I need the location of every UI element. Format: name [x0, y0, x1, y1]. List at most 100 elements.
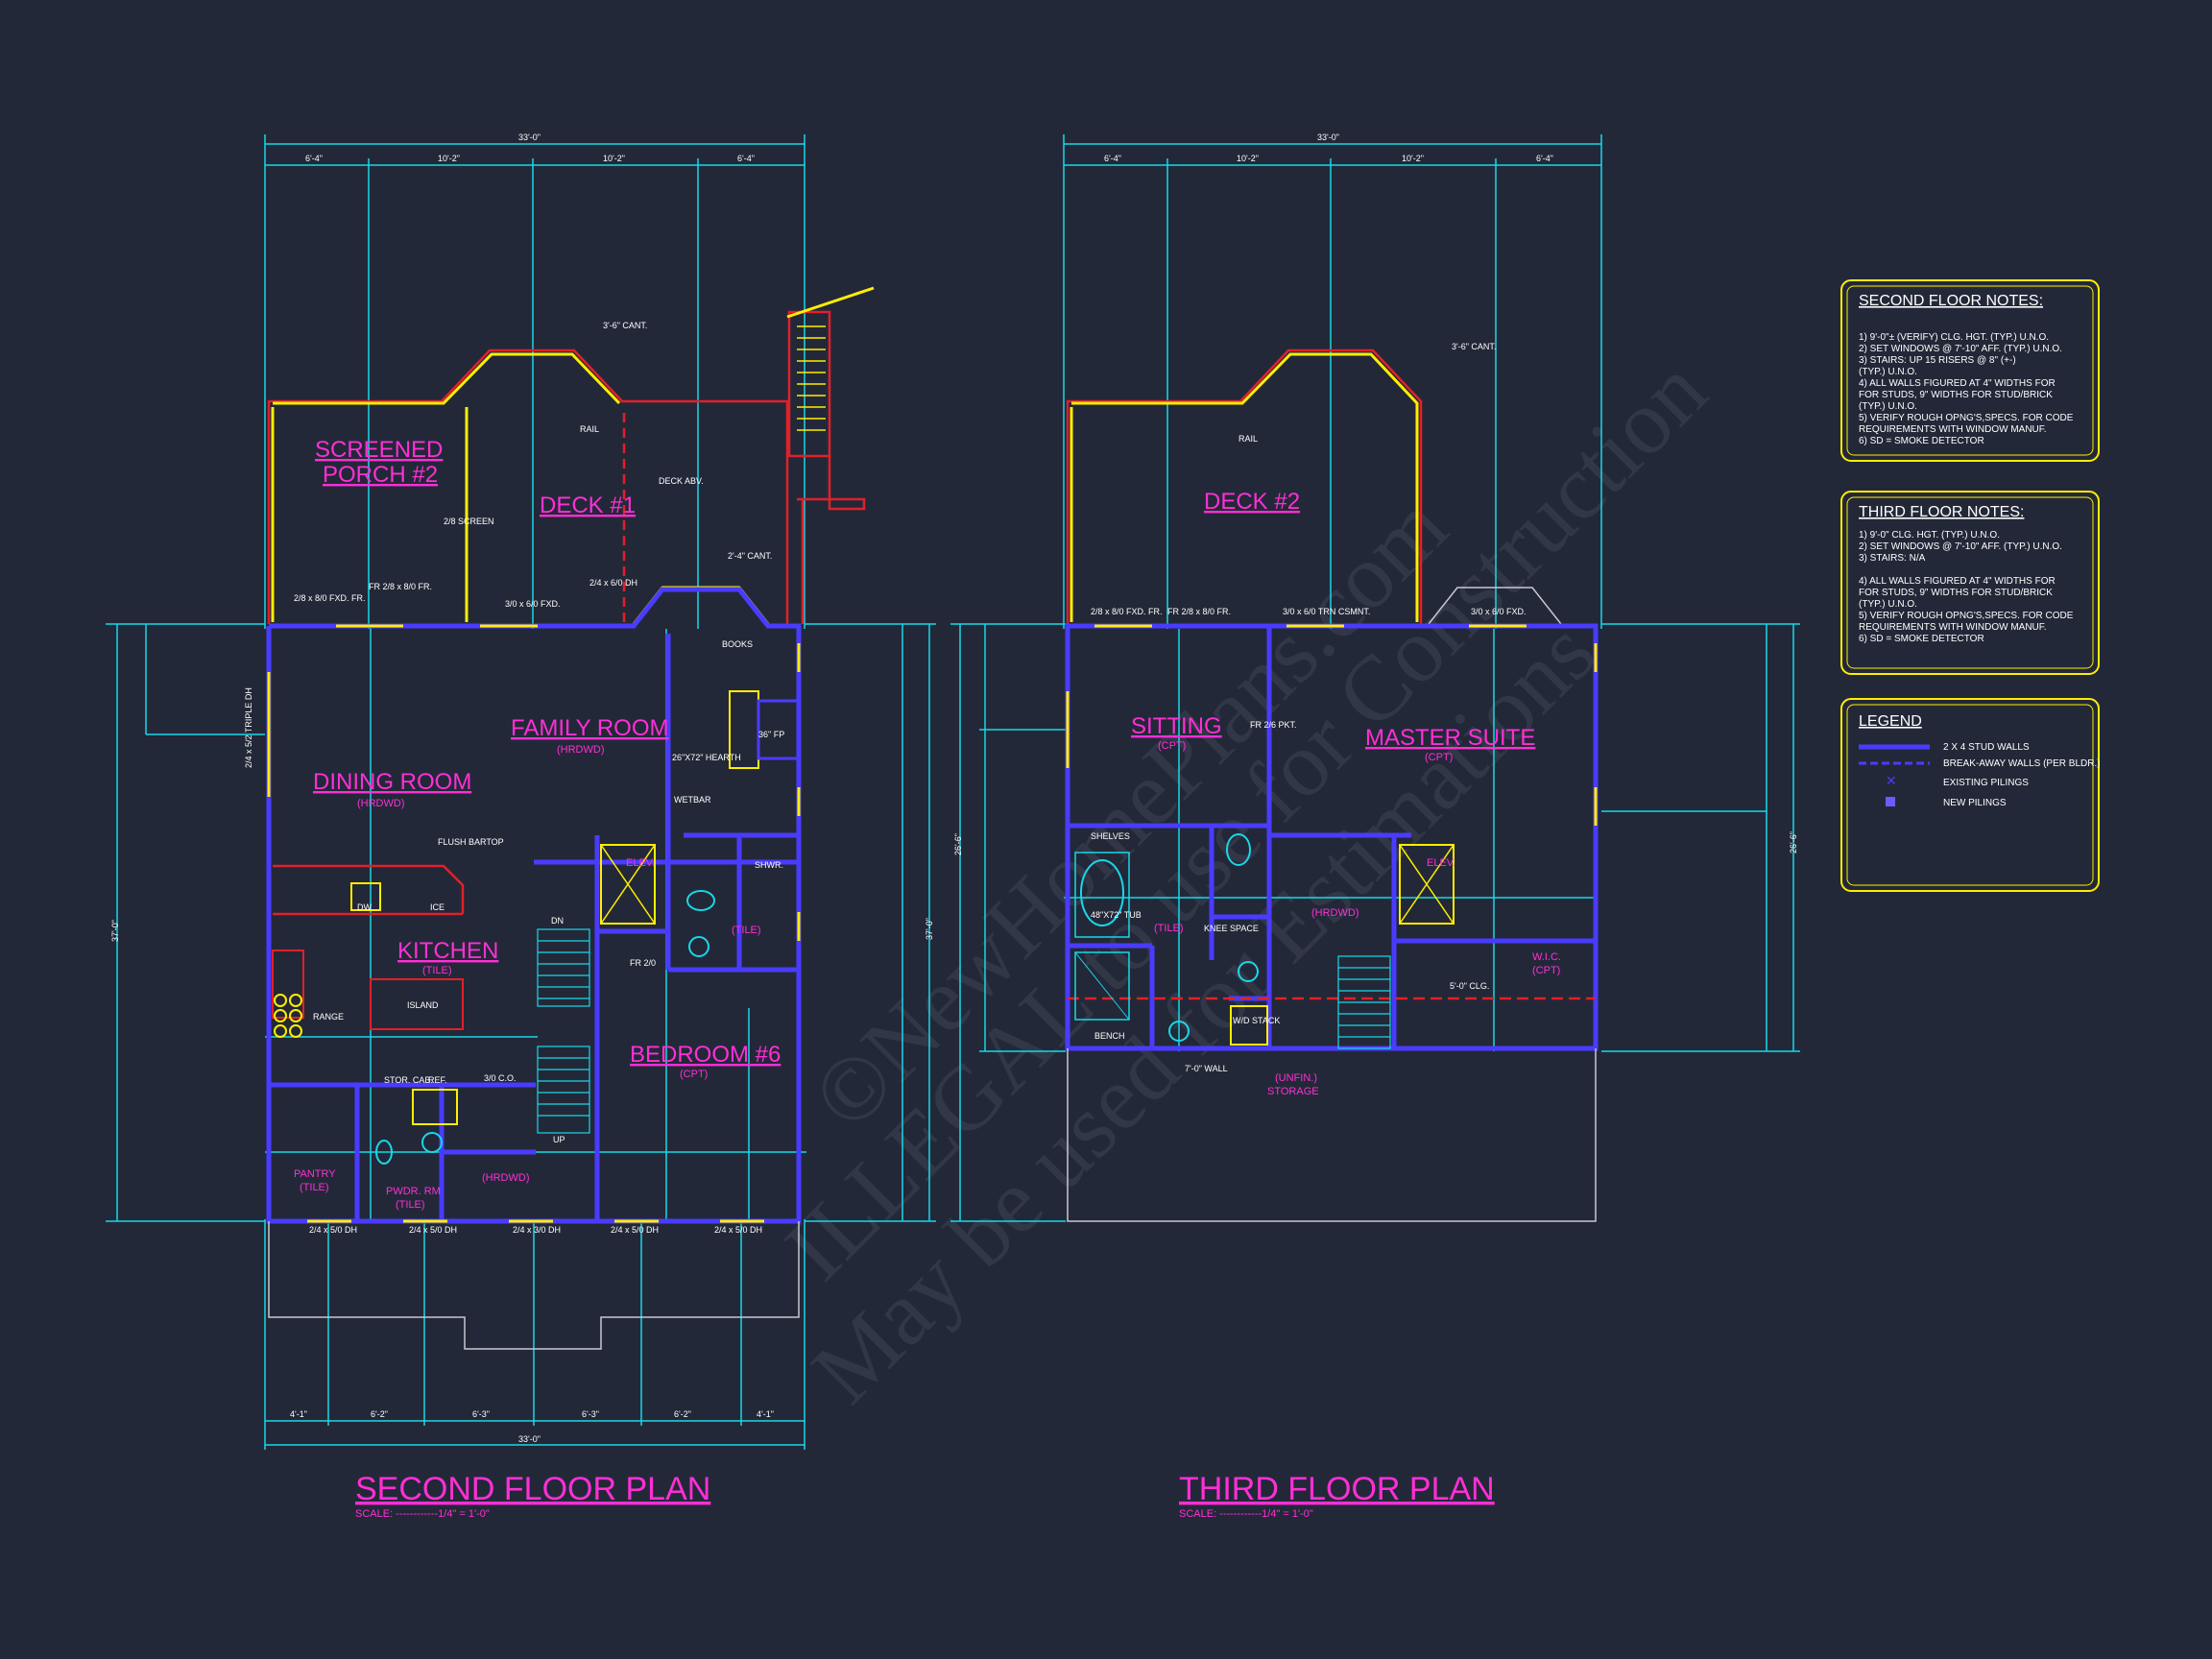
second-dim-bot-2: 6'-2": [371, 1409, 388, 1419]
screened-porch-label-1: SCREENED: [315, 437, 443, 463]
third-rail-label: RAIL: [1238, 434, 1258, 444]
third-window-2: FR 2/8 x 8/0 FR.: [1167, 607, 1231, 616]
second-dim-bot-6: 4'-1": [757, 1409, 774, 1419]
wic-floor: (CPT): [1532, 965, 1560, 976]
third-cant-label: 3'-6" CANT.: [1452, 342, 1496, 351]
third-floor-annotations: 3'-6" CANT. RAIL SHELVES 48"X72" TUB BEN…: [1091, 342, 1527, 1073]
second-cant-label: 3'-6" CANT.: [603, 321, 647, 330]
dining-room-label: DINING ROOM: [313, 769, 471, 795]
deck-abv-label: DECK ABV.: [659, 476, 704, 486]
note-line: FOR STUDS, 9" WIDTHS FOR STUD/BRICK: [1859, 588, 2053, 598]
pwdr-room-floor: (TILE): [396, 1199, 425, 1211]
third-notes-title: THIRD FLOOR NOTES:: [1859, 504, 2024, 520]
second-floor-deck: [267, 286, 875, 625]
island-label: ISLAND: [407, 1000, 439, 1010]
flush-bartop-label: FLUSH BARTOP: [438, 837, 504, 847]
porch-window-label: 2/8 x 8/0 FXD. FR.: [294, 593, 366, 603]
note-line: (TYP.) U.N.O.: [1859, 367, 1917, 377]
sitting-label: SITTING: [1131, 713, 1222, 739]
sitting-floor: (CPT): [1158, 740, 1186, 752]
second-floor-room-labels: SCREENED PORCH #2 DECK #1 FAMILY ROOM (H…: [294, 437, 781, 1211]
pwdr-room-label: PWDR. RM: [386, 1186, 441, 1197]
wd-stack-label: W/D STACK: [1233, 1016, 1280, 1025]
kitchen-label: KITCHEN: [397, 938, 498, 964]
family-room-label: FAMILY ROOM: [511, 715, 668, 741]
dh-window-label: 2/4 x 6/0 DH: [589, 578, 637, 588]
legend-item-2: BREAK-AWAY WALLS (PER BLDR.): [1943, 758, 2101, 769]
second-overall-bottom: 33'-0": [518, 1434, 541, 1444]
second-dim-bot-5: 6'-2": [674, 1409, 691, 1419]
second-dim-bot-4: 6'-3": [582, 1409, 599, 1419]
family-room-floor: (HRDWD): [557, 744, 604, 756]
third-side-right: 26'-6": [1789, 831, 1798, 854]
note-line: 6) SD = SMOKE DETECTOR: [1859, 436, 1984, 446]
second-side-right: 37'-0": [925, 918, 934, 940]
third-dim-top-2: 10'-2": [1237, 154, 1259, 163]
third-overall-top: 33'-0": [1317, 132, 1339, 142]
second-hall-floor: (HRDWD): [482, 1172, 529, 1184]
knee-space-label: KNEE SPACE: [1204, 924, 1259, 933]
second-notes-title: SECOND FLOOR NOTES:: [1859, 293, 2043, 309]
note-line: (TYP.) U.N.O.: [1859, 599, 1917, 610]
bench-label: BENCH: [1094, 1031, 1125, 1041]
third-floor-deck: [1066, 349, 1562, 625]
note-line: 1) 9'-0"± (VERIFY) CLG. HGT. (TYP.) U.N.…: [1859, 332, 2049, 343]
second-dim-top-3: 10'-2": [603, 154, 625, 163]
third-floor-dimensions: 33'-0" 6'-4" 10'-2" 10'-2" 6'-4" 26'-6" …: [950, 132, 1800, 1222]
second-bath-floor: (TILE): [732, 925, 761, 936]
screen-door-label: 2/8 SCREEN: [444, 517, 494, 526]
note-line: 2) SET WINDOWS @ 7'-10" AFF. (TYP.) U.N.…: [1859, 541, 2062, 552]
note-line: 2) SET WINDOWS @ 7'-10" AFF. (TYP.) U.N.…: [1859, 344, 2062, 354]
second-dim-bot-3: 6'-3": [472, 1409, 490, 1419]
note-line: REQUIREMENTS WITH WINDOW MANUF.: [1859, 424, 2047, 435]
shelves-label: SHELVES: [1091, 831, 1130, 841]
third-hall-floor: (HRDWD): [1311, 907, 1358, 919]
bottom-window-4: 2/4 x 5/0 DH: [611, 1225, 659, 1235]
second-floor-porch-bottom: [268, 1221, 800, 1350]
storage-label-1: (UNFIN.): [1275, 1072, 1317, 1084]
note-line: 6) SD = SMOKE DETECTOR: [1859, 634, 1984, 644]
legend-item-4: NEW PILINGS: [1943, 798, 2007, 808]
second-rail-label: RAIL: [580, 424, 599, 434]
third-floor-scale: SCALE: ------------1/4" = 1'-0": [1179, 1508, 1313, 1520]
bottom-window-3: 2/4 x 3/0 DH: [513, 1225, 561, 1235]
pantry-label: PANTRY: [294, 1168, 336, 1180]
bottom-window-2: 2/4 x 5/0 DH: [409, 1225, 457, 1235]
bottom-window-5: 2/4 x 5/0 DH: [714, 1225, 762, 1235]
second-floor-scale: SCALE: ------------1/4" = 1'-0": [355, 1508, 490, 1520]
fireplace-label: 36" FP: [758, 730, 784, 739]
second-elev-label: ELEV.: [626, 857, 655, 869]
second-dim-bot-1: 4'-1": [290, 1409, 307, 1419]
ref-label: REF.: [428, 1075, 447, 1085]
note-line: 4) ALL WALLS FIGURED AT 4" WIDTHS FOR: [1859, 378, 2056, 389]
stor-cab-label: STOR. CAB.: [384, 1075, 433, 1085]
legend-item-3: EXISTING PILINGS: [1943, 778, 2029, 788]
dw-label: DW: [357, 902, 372, 912]
triple-dh-label: 2/4 x 5/2 TRIPLE DH: [244, 687, 253, 768]
note-line: REQUIREMENTS WITH WINDOW MANUF.: [1859, 622, 2047, 633]
second-side-left: 37'-0": [110, 920, 120, 942]
co-label: 3/0 C.O.: [484, 1073, 517, 1083]
second-floor-notes: SECOND FLOOR NOTES: 1) 9'-0"± (VERIFY) C…: [1840, 279, 2100, 462]
pocket-door-label: FR 2/6 PKT.: [1250, 720, 1297, 730]
third-window-1: 2/8 x 8/0 FXD. FR.: [1091, 607, 1163, 616]
tub-label: 48"X72" TUB: [1091, 910, 1142, 920]
note-line: 5) VERIFY ROUGH OPNG'S,SPECS. FOR CODE: [1859, 413, 2074, 423]
fixed-window-label: 3/0 x 6/0 FXD.: [505, 599, 561, 609]
note-line: FOR STUDS, 9" WIDTHS FOR STUD/BRICK: [1859, 390, 2053, 400]
dining-room-floor: (HRDWD): [357, 798, 404, 809]
range-label: RANGE: [313, 1012, 344, 1022]
second-dim-top-4: 6'-4": [737, 154, 755, 163]
second-floor-plan: 33'-0" 6'-4" 10'-2" 10'-2" 6'-4" 4'-1" 6…: [106, 132, 936, 1520]
storage-label-2: STORAGE: [1267, 1086, 1319, 1097]
stair-dn-label: DN: [551, 916, 564, 926]
third-floor-notes: THIRD FLOOR NOTES: 1) 9'-0" CLG. HGT. (T…: [1840, 491, 2100, 675]
legend-item-1: 2 X 4 STUD WALLS: [1943, 742, 2030, 753]
third-dim-top-3: 10'-2": [1402, 154, 1424, 163]
second-dim-top-2: 10'-2": [438, 154, 460, 163]
third-floor-plan: 33'-0" 6'-4" 10'-2" 10'-2" 6'-4" 26'-6" …: [950, 132, 1800, 1520]
bedroom-6-label: BEDROOM #6: [630, 1042, 781, 1068]
note-line: 5) VERIFY ROUGH OPNG'S,SPECS. FOR CODE: [1859, 611, 2074, 621]
seven-foot-wall-label: 7'-0" WALL: [1185, 1064, 1228, 1073]
